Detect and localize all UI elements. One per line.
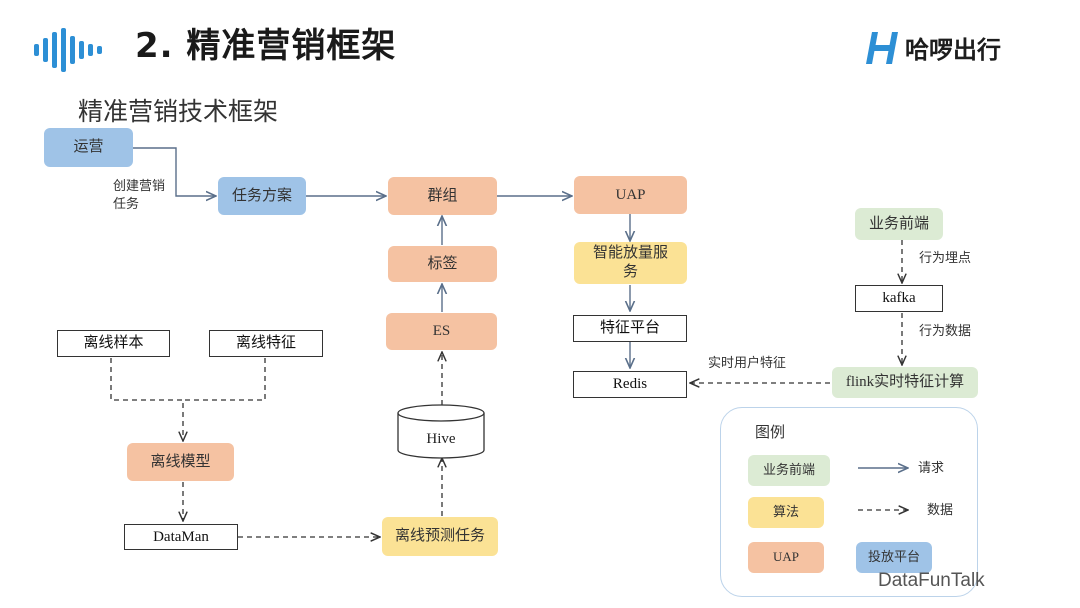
brand-name: 哈啰出行 [905, 36, 1001, 64]
legend-box [720, 407, 978, 597]
node-redis: Redis [573, 371, 687, 398]
node-offline-model: 离线模型 [127, 443, 234, 481]
edge-label-behavior-data: 行为数据 [919, 324, 972, 339]
page-title: 2. 精准营销框架 [135, 26, 397, 66]
node-offline-sample: 离线样本 [57, 330, 170, 357]
hellobike-logo-icon [866, 32, 898, 64]
node-task-plan: 任务方案 [218, 177, 306, 215]
edge-sample-model [110, 358, 183, 441]
node-hive: Hive [426, 430, 456, 447]
audio-wave-logo-icon [34, 28, 102, 72]
node-feature-platform: 特征平台 [573, 315, 687, 342]
edge-label-realtime-feature: 实时用户特征 [708, 356, 787, 371]
hive-cylinder [397, 404, 485, 459]
node-operation: 运营 [44, 128, 133, 167]
node-es: ES [386, 313, 497, 350]
edge-label-create-task: 创建营销 任务 [113, 179, 166, 212]
node-offline-predict: 离线预测任务 [382, 517, 498, 556]
legend-title: 图例 [755, 423, 786, 441]
node-smart-volume: 智能放量服务 [574, 242, 687, 284]
legend-uap: UAP [748, 542, 824, 573]
legend-algorithm: 算法 [748, 497, 824, 528]
node-offline-feature: 离线特征 [209, 330, 323, 357]
legend-request-label: 请求 [918, 461, 945, 476]
diagram-subtitle: 精准营销技术框架 [78, 97, 279, 126]
node-tag: 标签 [388, 246, 497, 282]
edge-label-behavior-tracking: 行为埋点 [919, 251, 972, 266]
legend-business-frontend: 业务前端 [748, 455, 830, 486]
node-dataman: DataMan [124, 524, 238, 550]
legend-data-label: 数据 [927, 503, 954, 518]
edge-feature-merge [183, 358, 266, 401]
node-uap: UAP [574, 176, 687, 214]
node-business-frontend: 业务前端 [855, 208, 943, 240]
node-group: 群组 [388, 177, 497, 215]
node-flink: flink实时特征计算 [832, 367, 978, 398]
node-kafka: kafka [855, 285, 943, 312]
legend-delivery-platform: 投放平台 [856, 542, 932, 573]
watermark: DataFunTalk [878, 570, 985, 591]
edge-operation-taskplan [133, 147, 216, 196]
